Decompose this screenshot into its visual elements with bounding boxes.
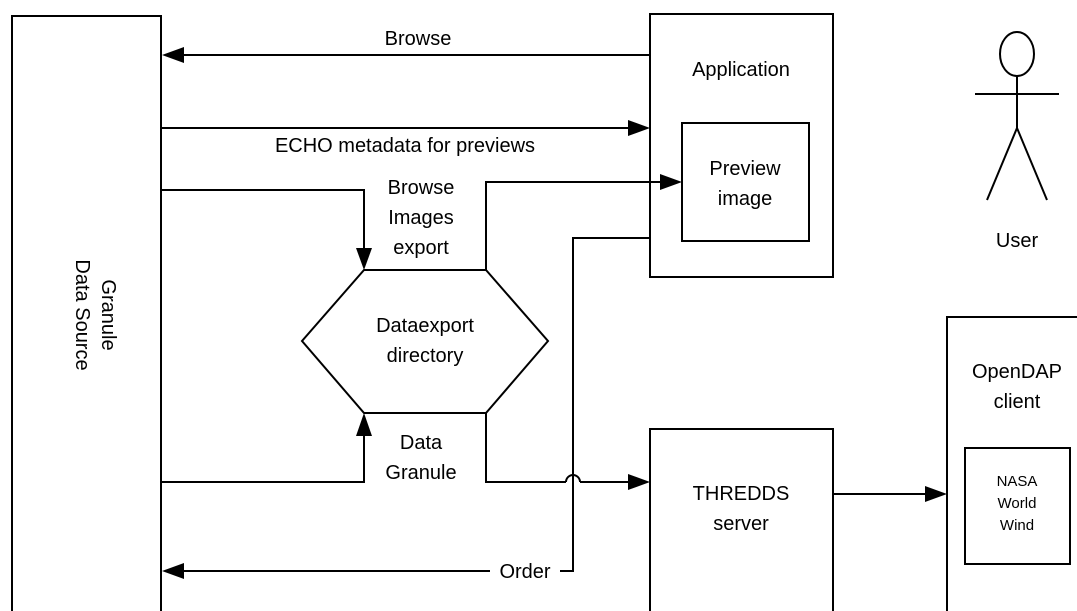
granule-data-source-node: Granule Data Source xyxy=(11,15,162,611)
thredds-server-box xyxy=(649,428,834,611)
user-actor: User xyxy=(975,31,1059,252)
preview-image-label-1: Preview xyxy=(709,158,781,180)
nasa-world-wind-label-1: NASA xyxy=(997,473,1038,490)
preview-image-box xyxy=(681,122,810,242)
nasa-world-wind-label-2: World xyxy=(998,495,1037,512)
echo-metadata-edge-label: ECHO metadata for previews xyxy=(275,135,535,157)
thredds-server-label-1: THREDDS xyxy=(693,483,790,505)
granule-data-source-label-1: Granule xyxy=(97,279,119,350)
granule-data-source-label-2: Data Source xyxy=(71,259,93,370)
data-granule-label-1: Data xyxy=(400,432,443,454)
echo-metadata-edge: ECHO metadata for previews xyxy=(161,120,650,157)
thredds-feed-edge xyxy=(485,413,650,490)
opendap-edge xyxy=(833,486,947,502)
dataexport-directory-node: Dataexport directory xyxy=(300,269,550,414)
user-label: User xyxy=(996,230,1039,252)
granule-data-source-box xyxy=(11,15,162,611)
user-head-icon xyxy=(999,31,1035,77)
browse-images-export-label-3: export xyxy=(393,237,449,259)
application-label: Application xyxy=(692,59,790,81)
opendap-client-label-2: client xyxy=(994,391,1041,413)
order-edge-label: Order xyxy=(499,561,550,583)
dataexport-directory-label-1: Dataexport xyxy=(376,315,474,337)
preview-image-label-2: image xyxy=(718,188,772,210)
data-granule-label-2: Granule xyxy=(385,462,456,484)
nasa-world-wind-label-3: Wind xyxy=(1000,517,1034,534)
thredds-server-node: THREDDS server xyxy=(649,428,834,611)
browse-images-export-edge: Browse Images export xyxy=(161,177,454,270)
thredds-server-label-2: server xyxy=(713,513,769,535)
data-granule-edge: Data Granule xyxy=(161,413,457,484)
application-node: Application Preview image xyxy=(649,13,834,278)
opendap-client-label-1: OpenDAP xyxy=(972,361,1062,383)
order-edge: Order xyxy=(162,237,650,583)
dataexport-directory-hexagon xyxy=(300,269,550,414)
browse-edge: Browse xyxy=(162,28,650,63)
browse-images-export-label-1: Browse xyxy=(388,177,455,199)
browse-images-export-label-2: Images xyxy=(388,207,454,229)
preview-image-edge xyxy=(485,174,682,270)
dataexport-directory-label-2: directory xyxy=(387,345,464,367)
browse-edge-label: Browse xyxy=(385,28,452,50)
nasa-world-wind-box xyxy=(964,447,1071,565)
opendap-client-node: OpenDAP client NASA World Wind xyxy=(946,316,1077,611)
